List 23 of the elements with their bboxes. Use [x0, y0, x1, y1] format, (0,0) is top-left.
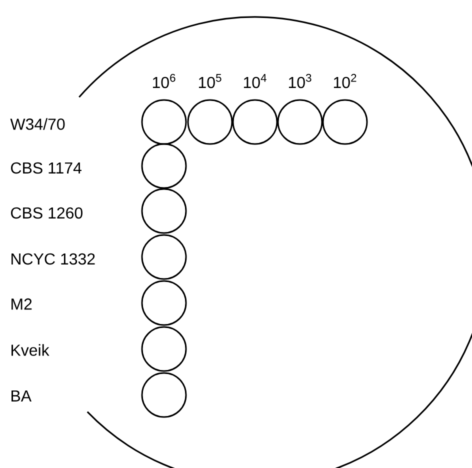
strain-label: W34/70	[10, 118, 65, 130]
spot-circle	[141, 280, 187, 326]
spot-circle	[322, 99, 368, 145]
dilution-label: 10$^{3}$	[288, 74, 312, 88]
spot-circle	[141, 372, 187, 418]
spot-circle	[232, 99, 278, 145]
dilution-label: 10$^{4}$	[244, 74, 266, 88]
spot-circle	[141, 99, 187, 145]
spot-circle	[141, 143, 187, 189]
spot-circle	[141, 326, 187, 372]
spot-circle	[141, 188, 187, 234]
strain-label: CBS 1260	[11, 207, 82, 219]
strain-label: M2	[12, 298, 32, 310]
spot-circle	[141, 234, 187, 280]
dilution-label: 10$^{2}$	[334, 74, 356, 88]
spot-circle	[187, 99, 233, 145]
strain-label: NCYC 1332	[12, 253, 95, 265]
dilution-label: 10$^{6}$	[152, 74, 176, 88]
strain-label: Kveik	[12, 344, 50, 356]
strain-label: BA	[12, 390, 32, 402]
spot-circle	[277, 99, 323, 145]
strain-label: CBS 1174	[11, 162, 82, 174]
dilution-label: 10$^{5}$	[198, 74, 222, 88]
